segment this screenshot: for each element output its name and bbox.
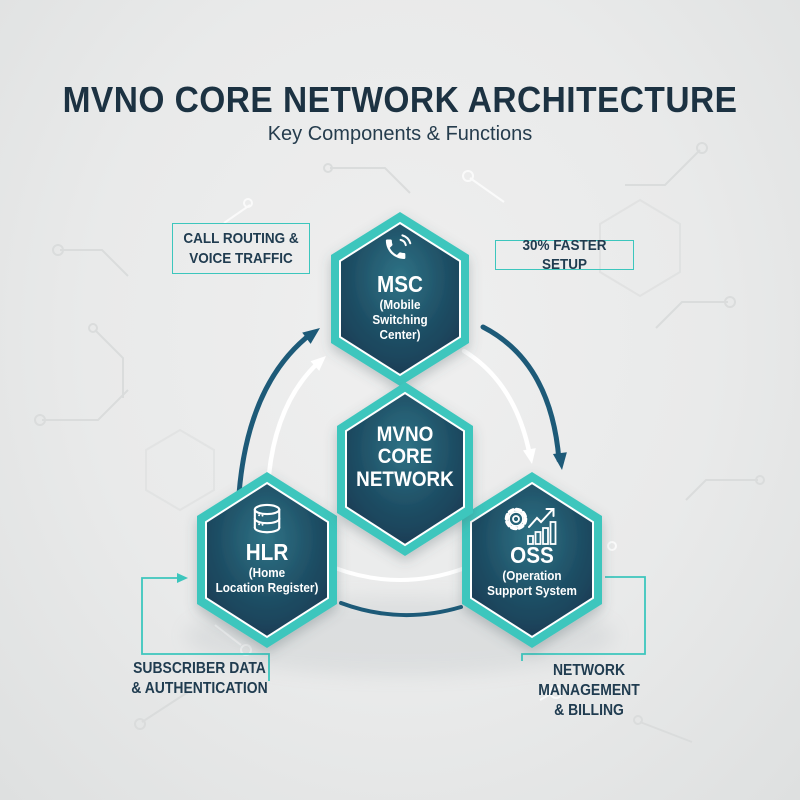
callout-subscriber-data: SUBSCRIBER DATA & AUTHENTICATION [131, 660, 268, 698]
callout-call-routing-label: CALL ROUTING & VOICE TRAFFIC [183, 230, 299, 267]
hexagon-hlr [197, 472, 337, 648]
node-hlr-abbr: HLR [245, 539, 289, 565]
dark-down-arrowhead [552, 452, 567, 470]
hexagon-msc [331, 212, 469, 386]
node-core-text: MVNO CORE NETWORK [356, 423, 454, 491]
node-msc-abbr: MSC [376, 271, 424, 297]
gear-growth-chart-icon [504, 507, 557, 545]
node-core-label: MVNO CORE NETWORK [335, 423, 475, 491]
hexagon-core [337, 382, 473, 556]
cycle-dark-arrows [236, 324, 562, 618]
node-hlr-label: HLR (Home Location Register) [197, 540, 337, 596]
node-oss-full: (Operation Support System [487, 568, 577, 598]
hexagon-oss [462, 472, 602, 648]
node-hlr-full: (Home Location Register) [215, 565, 319, 595]
connector-arrowhead [177, 573, 188, 583]
dark-up-arrowhead [302, 328, 320, 344]
callout-faster-setup: 30% FASTER SETUP [495, 237, 634, 273]
node-msc-full: (Mobile Switching Center) [372, 297, 428, 342]
page-title: MVNO CORE NETWORK ARCHITECTURE [62, 79, 738, 120]
page-subtitle: Key Components & Functions [267, 123, 533, 145]
phone-signal-icon [385, 234, 412, 259]
circuit-pattern-decor [34, 142, 765, 743]
callout-call-routing: CALL ROUTING & VOICE TRAFFIC [172, 223, 310, 274]
callout-network-management: NETWORK MANAGEMENT & BILLING [538, 662, 640, 720]
cycle-ring-white-arrows [266, 348, 533, 582]
white-down-arrowhead [522, 448, 536, 464]
node-oss-label: OSS (Operation Support System [462, 543, 602, 599]
callout-connectors [141, 576, 646, 681]
database-icon [253, 503, 281, 534]
white-up-arrowhead [310, 356, 326, 371]
node-msc-label: MSC (Mobile Switching Center) [330, 272, 470, 343]
callout-faster-setup-label: 30% FASTER SETUP [522, 236, 607, 274]
node-oss-abbr: OSS [510, 542, 554, 568]
